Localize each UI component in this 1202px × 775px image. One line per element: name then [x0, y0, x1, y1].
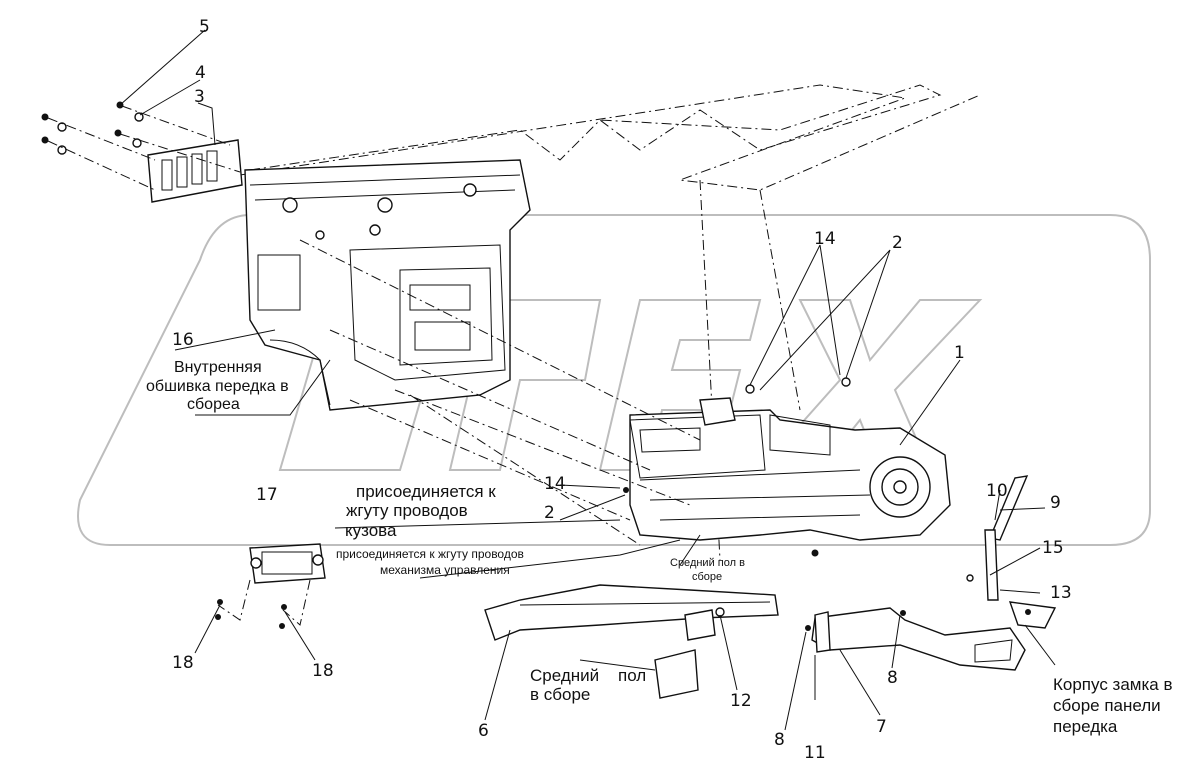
assembly-lines	[299, 239, 701, 546]
caption-inner-lining-2: обшивка передка в	[146, 378, 289, 395]
part-number-2-top: 2	[892, 233, 903, 253]
part-number-12: 12	[730, 691, 752, 711]
part-number-15: 15	[1042, 538, 1064, 558]
hvac-unit-part-1	[629, 397, 951, 541]
dashboard-outline-3	[699, 179, 801, 561]
part-number-14-mid: 14	[544, 474, 566, 494]
caption-inner-lining-3: сбореа	[187, 396, 240, 413]
air-duct-part-6	[484, 584, 779, 641]
caption-body-harness-2: жгуту проводов	[346, 501, 468, 520]
part-number-7: 7	[876, 717, 887, 737]
part-number-13: 13	[1050, 583, 1072, 603]
screw-part-8c	[811, 549, 819, 557]
caption-control-harness-1: присоединяется к жгуту проводов	[336, 547, 524, 561]
caption-control-harness-2: механизма управления	[380, 563, 510, 577]
caption-lock-housing-1: Корпус замка в	[1053, 675, 1173, 694]
part-number-16: 16	[172, 330, 194, 350]
caption-lock-housing-2: сборе панели	[1053, 696, 1161, 715]
part-number-3: 3	[194, 87, 205, 107]
caption-lock-housing-3: передка	[1053, 717, 1118, 736]
part-number-18-left: 18	[172, 653, 194, 673]
part-number-17: 17	[256, 485, 278, 505]
fastener-part-14b	[623, 487, 629, 493]
part-number-2-mid: 2	[544, 503, 555, 523]
screw-part-8a	[805, 625, 811, 631]
part-number-8-right: 8	[887, 668, 898, 688]
caption-body-harness-1: присоединяется к	[356, 482, 496, 501]
part-number-4: 4	[195, 63, 206, 83]
lock-bracket-part-13	[1008, 601, 1057, 629]
leader-lines	[119, 29, 1056, 731]
vent-grille-part-3	[147, 139, 243, 203]
part-number-1: 1	[954, 343, 965, 363]
drain-hose-part-9	[984, 475, 1029, 601]
part-number-11: 11	[804, 743, 826, 763]
caption-mid-floor-2: в сборе	[530, 685, 590, 704]
dashboard-outline-2	[239, 84, 981, 191]
fastener-part-14	[745, 384, 755, 394]
part-number-14-top: 14	[814, 229, 836, 249]
climate-controller-part-17	[215, 543, 326, 629]
screw-part-15	[966, 574, 974, 582]
caption-mid-floor-small-2: сборе	[692, 571, 722, 583]
part-number-9: 9	[1050, 493, 1061, 513]
caption-inner-lining-1: Внутренняя	[174, 359, 262, 376]
part-number-18-right: 18	[312, 661, 334, 681]
caption-mid-floor-1: Средний пол	[530, 666, 646, 685]
dashboard-outline	[249, 84, 942, 171]
air-duct-part-7	[811, 607, 1026, 671]
part-number-6: 6	[478, 721, 489, 741]
screw-part-8b	[900, 610, 906, 616]
bracket-part-12	[654, 607, 725, 699]
part-number-5: 5	[199, 17, 210, 37]
caption-mid-floor-small-1: Средний пол в	[670, 557, 745, 569]
caption-body-harness-3: кузова	[345, 521, 397, 540]
fastener-part-2	[841, 377, 851, 387]
part-number-8-bottom: 8	[774, 730, 785, 750]
part-number-10: 10	[986, 481, 1008, 501]
inner-front-lining-panel	[244, 159, 531, 411]
